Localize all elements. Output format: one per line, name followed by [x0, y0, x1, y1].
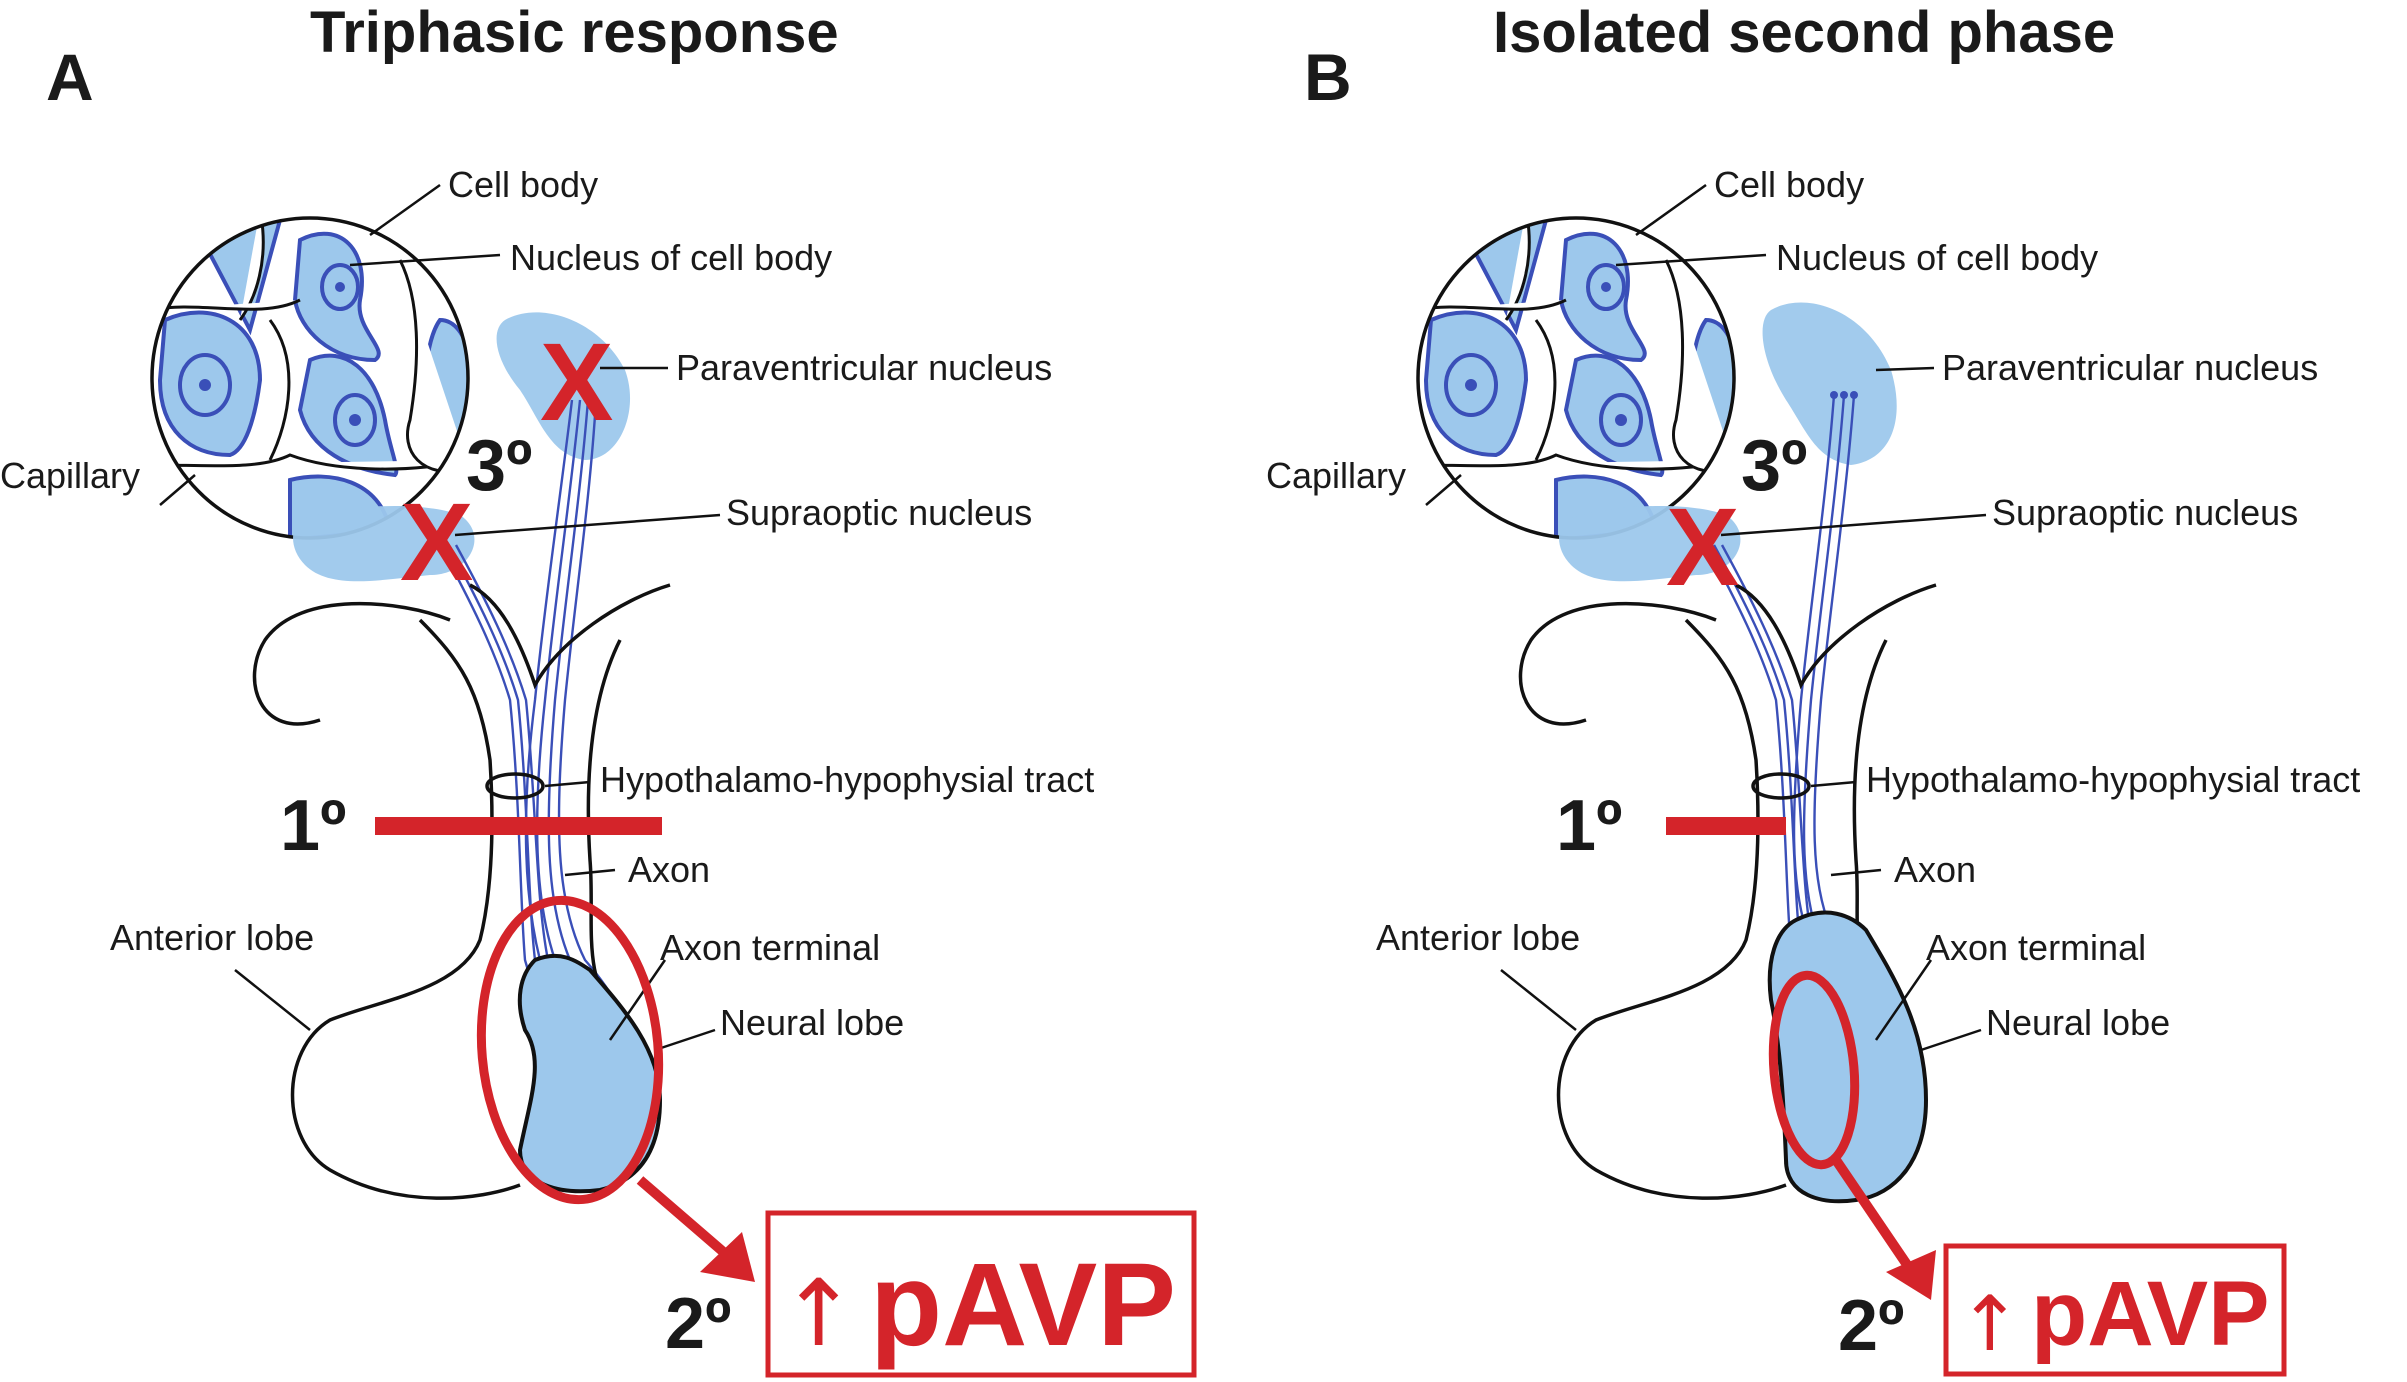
pavp-result-box	[765, 1210, 1197, 1378]
pavp-label: pAVP	[2031, 1263, 2270, 1365]
panel-letter: B	[1304, 40, 1352, 114]
label-supraoptic-nucleus: Supraoptic nucleus	[726, 492, 1032, 533]
label-neural-lobe: Neural lobe	[720, 1002, 904, 1043]
panel-title: Isolated second phase	[1493, 0, 2115, 65]
label-hypothalamo-hypophysial-tract: Hypothalamo-hypophysial tract	[1866, 759, 2360, 800]
cell-magnification	[150, 216, 470, 540]
cell	[297, 353, 399, 478]
label-capillary: Capillary	[1266, 455, 1406, 496]
label-supraoptic-nucleus: Supraoptic nucleus	[1992, 492, 2298, 533]
release-arrow-head	[1886, 1250, 1936, 1300]
phase-1-label: 1º	[280, 786, 346, 866]
phase-3-label: 3º	[466, 426, 532, 506]
lesion-mark-paraventricular: X	[540, 321, 613, 444]
pavp-result-box	[1943, 1243, 2287, 1377]
supraoptic-nucleus-region	[293, 505, 475, 582]
tract-marker	[1751, 772, 1811, 800]
lesion-mark-supraoptic: X	[400, 481, 473, 604]
phase-2-label: 2º	[665, 1284, 731, 1364]
label-cell-body: Cell body	[448, 164, 598, 205]
phase-3-label: 3º	[1741, 426, 1807, 506]
label-paraventricular-nucleus: Paraventricular nucleus	[1942, 347, 2318, 388]
anterior-lobe-outline	[1556, 618, 1787, 1200]
label-cell-body: Cell body	[1714, 164, 1864, 205]
third-ventricle-outline	[252, 601, 451, 726]
label-nucleus-of-cell-body: Nucleus of cell body	[1776, 237, 2098, 278]
pavp-label: pAVP	[870, 1239, 1176, 1371]
release-highlight-ellipse	[476, 895, 664, 1205]
infundibulum-outline	[469, 583, 671, 690]
label-anterior-lobe: Anterior lobe	[110, 917, 314, 958]
supraoptic-nucleus-region	[1559, 505, 1741, 582]
label-paraventricular-nucleus: Paraventricular nucleus	[676, 347, 1052, 388]
neural-lobe-region	[517, 953, 663, 1194]
release-arrow-shaft	[636, 1176, 739, 1266]
lesion-mark-supraoptic: X	[1666, 486, 1739, 609]
label-hypothalamo-hypophysial-tract: Hypothalamo-hypophysial tract	[600, 759, 1094, 800]
leader-lines	[1425, 183, 1987, 1052]
anterior-lobe-outline	[290, 618, 521, 1200]
label-axon: Axon	[1894, 849, 1976, 890]
panel-title: Triphasic response	[310, 0, 839, 65]
leader-lines	[159, 183, 721, 1052]
release-highlight-ellipse	[1768, 970, 1860, 1170]
infundibulum-outline	[1735, 583, 1937, 690]
phase-1-label: 1º	[1556, 786, 1622, 866]
label-axon-terminal: Axon terminal	[1926, 927, 2146, 968]
panel-letter: A	[46, 40, 94, 114]
label-anterior-lobe: Anterior lobe	[1376, 917, 1580, 958]
increase-arrow-icon: ↑	[1958, 1279, 2022, 1368]
third-ventricle-outline	[1518, 601, 1717, 726]
phase-2-label: 2º	[1838, 1286, 1904, 1366]
paraventricular-nucleus-region	[1762, 302, 1897, 465]
neural-lobe-region	[1767, 910, 1929, 1204]
panel-b: B Isolated second phase	[1266, 0, 2360, 1377]
label-axon: Axon	[628, 849, 710, 890]
tract-marker	[485, 772, 545, 800]
release-arrow-head	[700, 1232, 755, 1282]
increase-arrow-icon: ↑	[780, 1260, 857, 1367]
label-capillary: Capillary	[0, 455, 140, 496]
paraventricular-nucleus-region	[496, 312, 631, 460]
release-arrow-shaft	[1831, 1157, 1921, 1281]
label-nucleus-of-cell-body: Nucleus of cell body	[510, 237, 832, 278]
label-axon-terminal: Axon terminal	[660, 927, 880, 968]
panel-a: A Triphasic response	[0, 0, 1197, 1378]
label-neural-lobe: Neural lobe	[1986, 1002, 2170, 1043]
